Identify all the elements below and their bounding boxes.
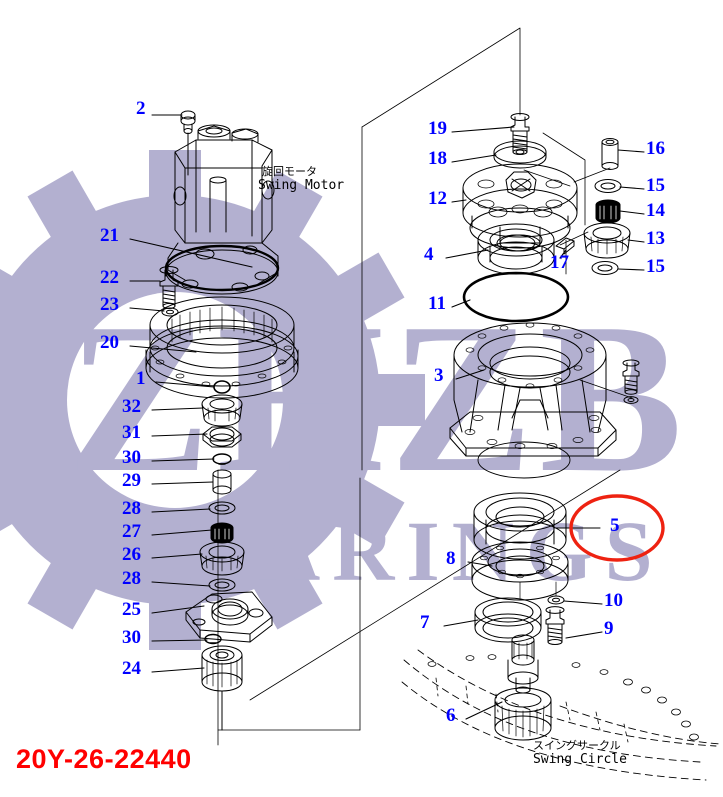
- callout-7[interactable]: 7: [420, 612, 430, 633]
- part-20-ring-gear: [145, 296, 299, 399]
- callout-28-lower[interactable]: 28: [122, 568, 141, 589]
- callout-32[interactable]: 32: [122, 396, 141, 417]
- part-14-needle-lines: [599, 205, 617, 220]
- callout-24[interactable]: 24: [122, 658, 141, 679]
- part-12-cylinder-block: [462, 163, 578, 252]
- part-26-bearing: [199, 541, 245, 576]
- part-3-swing-housing: [449, 322, 617, 479]
- swing-circle-label-en: Swing Circle: [533, 752, 627, 767]
- part-7-seal-ring: [474, 597, 542, 643]
- part-number: 20Y-26-22440: [16, 744, 192, 774]
- callout-31[interactable]: 31: [122, 422, 141, 443]
- highlight-ellipse-part-5: [569, 494, 665, 562]
- part-23-washer: [161, 307, 179, 317]
- callout-17[interactable]: 17: [550, 252, 569, 273]
- callout-19[interactable]: 19: [428, 118, 447, 139]
- callout-22[interactable]: 22: [100, 267, 119, 288]
- part-21-oring: [164, 244, 280, 292]
- callout-11[interactable]: 11: [428, 293, 446, 314]
- part-8-retainer: [471, 541, 569, 601]
- part-28-washer-upper: [208, 501, 236, 515]
- swing-motor-label-jp: 旋回モータ: [262, 165, 317, 178]
- swing-motor-label-en: Swing Motor: [258, 178, 345, 193]
- part-10-washer: [519, 581, 565, 605]
- part-27-needle-bearing: [210, 522, 234, 544]
- callout-5[interactable]: 5: [610, 515, 620, 536]
- part-16-pin: [601, 138, 619, 170]
- leader-lines: [129, 114, 645, 720]
- callout-28-upper[interactable]: 28: [122, 498, 141, 519]
- part-24-coupling: [201, 645, 243, 731]
- callout-10[interactable]: 10: [604, 590, 623, 611]
- callout-15-upper[interactable]: 15: [646, 175, 665, 196]
- callout-30-upper[interactable]: 30: [122, 447, 141, 468]
- callout-21[interactable]: 21: [100, 225, 119, 246]
- part-13-bearing-ring: [583, 222, 631, 259]
- part-17-key: [555, 237, 575, 255]
- callout-1[interactable]: 1: [136, 368, 146, 389]
- callout-4[interactable]: 4: [424, 244, 434, 265]
- part-30-snap-ring-lower: [204, 633, 222, 645]
- part-18-cover-plate: [493, 140, 547, 169]
- part-28-washer-lower: [208, 578, 236, 592]
- swing-circle-bolt-holes: [427, 654, 699, 741]
- callout-16[interactable]: 16: [646, 138, 665, 159]
- part-15-washer-lower: [591, 261, 619, 275]
- callout-15-lower[interactable]: 15: [646, 256, 665, 277]
- part-5-main-bearing: [473, 492, 567, 560]
- part-15-washer-upper: [594, 179, 622, 193]
- part-14-needle-bearing: [595, 199, 621, 224]
- callout-14[interactable]: 14: [646, 200, 665, 221]
- callout-23[interactable]: 23: [100, 294, 119, 315]
- callout-8[interactable]: 8: [446, 548, 456, 569]
- part-11-oring: [462, 271, 570, 323]
- callout-25[interactable]: 25: [122, 599, 141, 620]
- callout-20[interactable]: 20: [100, 332, 119, 353]
- part-6-pinion-shaft: [494, 634, 552, 741]
- swing-motor-assembly: [165, 124, 279, 295]
- swing-circle-ring: [401, 649, 721, 781]
- swing-circle-label-jp: スイングサークル: [533, 739, 621, 752]
- callout-30-lower[interactable]: 30: [122, 627, 141, 648]
- callout-13[interactable]: 13: [646, 228, 665, 249]
- part-27-needle-lines: [214, 528, 230, 540]
- callout-18[interactable]: 18: [428, 148, 447, 169]
- callout-27[interactable]: 27: [122, 521, 141, 542]
- part-25-bracket: [185, 591, 273, 643]
- callout-12[interactable]: 12: [428, 188, 447, 209]
- part-housing-bolt: [622, 359, 640, 404]
- assembly-guide-lines: [217, 27, 621, 746]
- callout-6[interactable]: 6: [446, 705, 456, 726]
- part-9-bolt: [545, 606, 565, 645]
- callout-3[interactable]: 3: [434, 365, 444, 386]
- part-4-bearing: [477, 223, 555, 275]
- part-32-bearing: [201, 394, 243, 427]
- callout-26[interactable]: 26: [122, 544, 141, 565]
- part-22-bolt: [159, 266, 179, 309]
- swing-circle-segments: [435, 677, 629, 743]
- callout-2[interactable]: 2: [136, 98, 146, 119]
- callout-29[interactable]: 29: [122, 470, 141, 491]
- part-31-hex-nut: [202, 426, 242, 448]
- watermark-brand-bottom: BEARINGS: [119, 503, 664, 599]
- callout-9[interactable]: 9: [604, 618, 614, 639]
